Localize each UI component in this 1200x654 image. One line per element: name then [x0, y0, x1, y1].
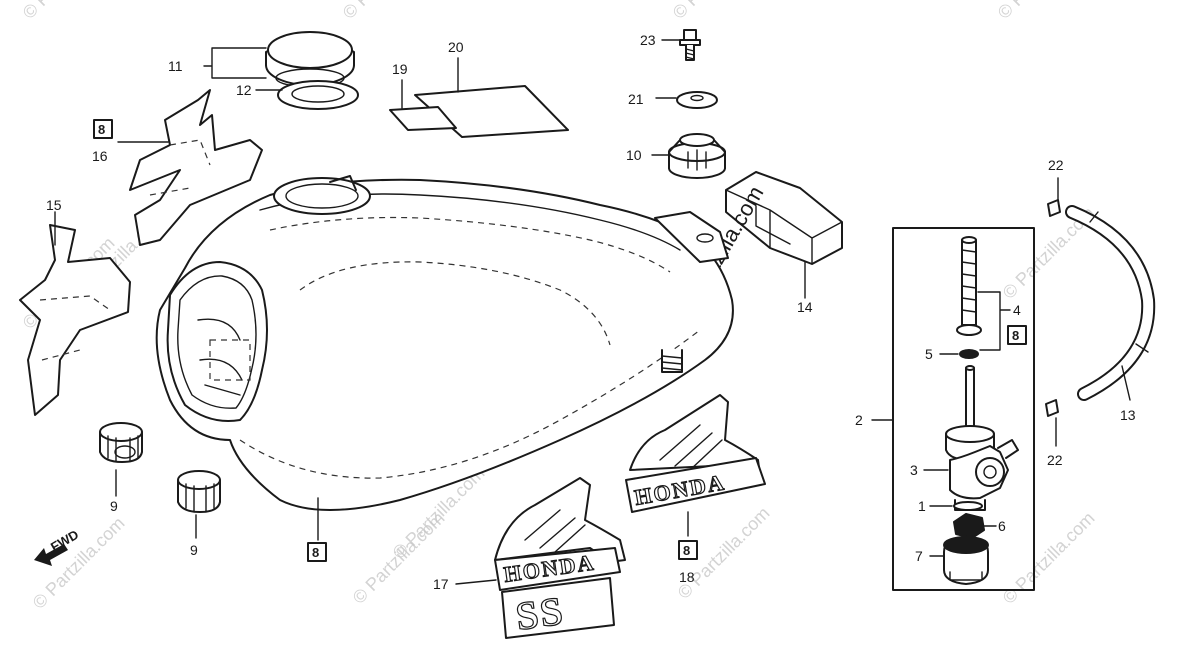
callout-17: 17 — [433, 576, 449, 592]
watermark: © Partzilla.com — [669, 0, 769, 23]
part-10-mount-rubber[interactable] — [668, 133, 726, 179]
part-15-stripe-decal[interactable] — [19, 224, 131, 416]
callout-16: 16 — [92, 148, 108, 164]
callout-4-box — [1007, 325, 1027, 345]
callout-9b: 9 — [190, 542, 198, 558]
part-7-sediment-cup[interactable] — [943, 536, 989, 585]
callout-22-top: 22 — [1048, 157, 1064, 173]
callout-18-box-label: 8 — [683, 543, 690, 558]
callout-12: 12 — [236, 82, 252, 98]
part-14-rubber-block[interactable] — [725, 171, 843, 265]
callout-15: 15 — [46, 197, 62, 213]
callout-5: 5 — [925, 346, 933, 362]
callout-18: 18 — [679, 569, 695, 585]
callout-4-box-label: 8 — [1012, 328, 1019, 343]
callout-14: 14 — [797, 299, 813, 315]
watermark: © Partzilla.com — [999, 508, 1099, 608]
part-11-filler-cap[interactable] — [265, 31, 355, 88]
callout-1: 1 — [918, 498, 926, 514]
callout-2: 2 — [855, 412, 863, 428]
callout-19: 19 — [392, 61, 408, 77]
callout-8-box — [307, 542, 327, 562]
callout-10: 10 — [626, 147, 642, 163]
part-12-cap-gasket[interactable] — [277, 80, 359, 110]
callout-8-box-label: 8 — [312, 545, 319, 560]
fuel-tank[interactable] — [155, 175, 734, 511]
callout-20: 20 — [448, 39, 464, 55]
part-16-stripe-decal[interactable] — [129, 89, 263, 246]
callout-16-box-label: 8 — [98, 122, 105, 137]
callout-16-box — [93, 119, 113, 139]
part-22-clip-top[interactable] — [1047, 199, 1061, 217]
part-5-o-ring[interactable] — [959, 349, 979, 359]
watermark: © Partzilla.com — [339, 0, 439, 23]
part-23-bolt[interactable] — [679, 29, 701, 61]
callout-3: 3 — [910, 462, 918, 478]
part-9-cushion-left[interactable] — [99, 422, 143, 463]
part-17-emblem[interactable]: HONDA SS — [494, 477, 626, 640]
part-21-washer[interactable] — [676, 91, 718, 109]
callout-7: 7 — [915, 548, 923, 564]
part-19-label[interactable] — [389, 106, 457, 131]
part-1-packing[interactable] — [953, 501, 983, 511]
part-3-fuel-cock[interactable] — [945, 365, 1019, 511]
callout-21: 21 — [628, 91, 644, 107]
part-9-cushion-right[interactable] — [177, 470, 221, 513]
part-13-fuel-tube[interactable] — [1065, 205, 1156, 401]
callout-6: 6 — [998, 518, 1006, 534]
callout-9: 9 — [110, 498, 118, 514]
callout-4: 4 — [1013, 302, 1021, 318]
part-6-filter[interactable] — [953, 513, 985, 539]
fuel-cock-assembly-frame — [892, 227, 1035, 591]
watermark: © Partzilla.com — [19, 0, 119, 23]
callout-22-bottom: 22 — [1047, 452, 1063, 468]
part-4-strainer[interactable] — [956, 236, 982, 336]
watermark: © Partzilla.com — [994, 0, 1094, 23]
callout-11: 11 — [168, 58, 183, 74]
part-18-emblem[interactable]: HONDA — [625, 394, 766, 513]
callout-23: 23 — [640, 32, 656, 48]
callout-13: 13 — [1120, 407, 1136, 423]
emblem-model-text: SS — [513, 588, 567, 639]
part-22-clip-bottom[interactable] — [1045, 399, 1059, 417]
callout-18-box — [678, 540, 698, 560]
